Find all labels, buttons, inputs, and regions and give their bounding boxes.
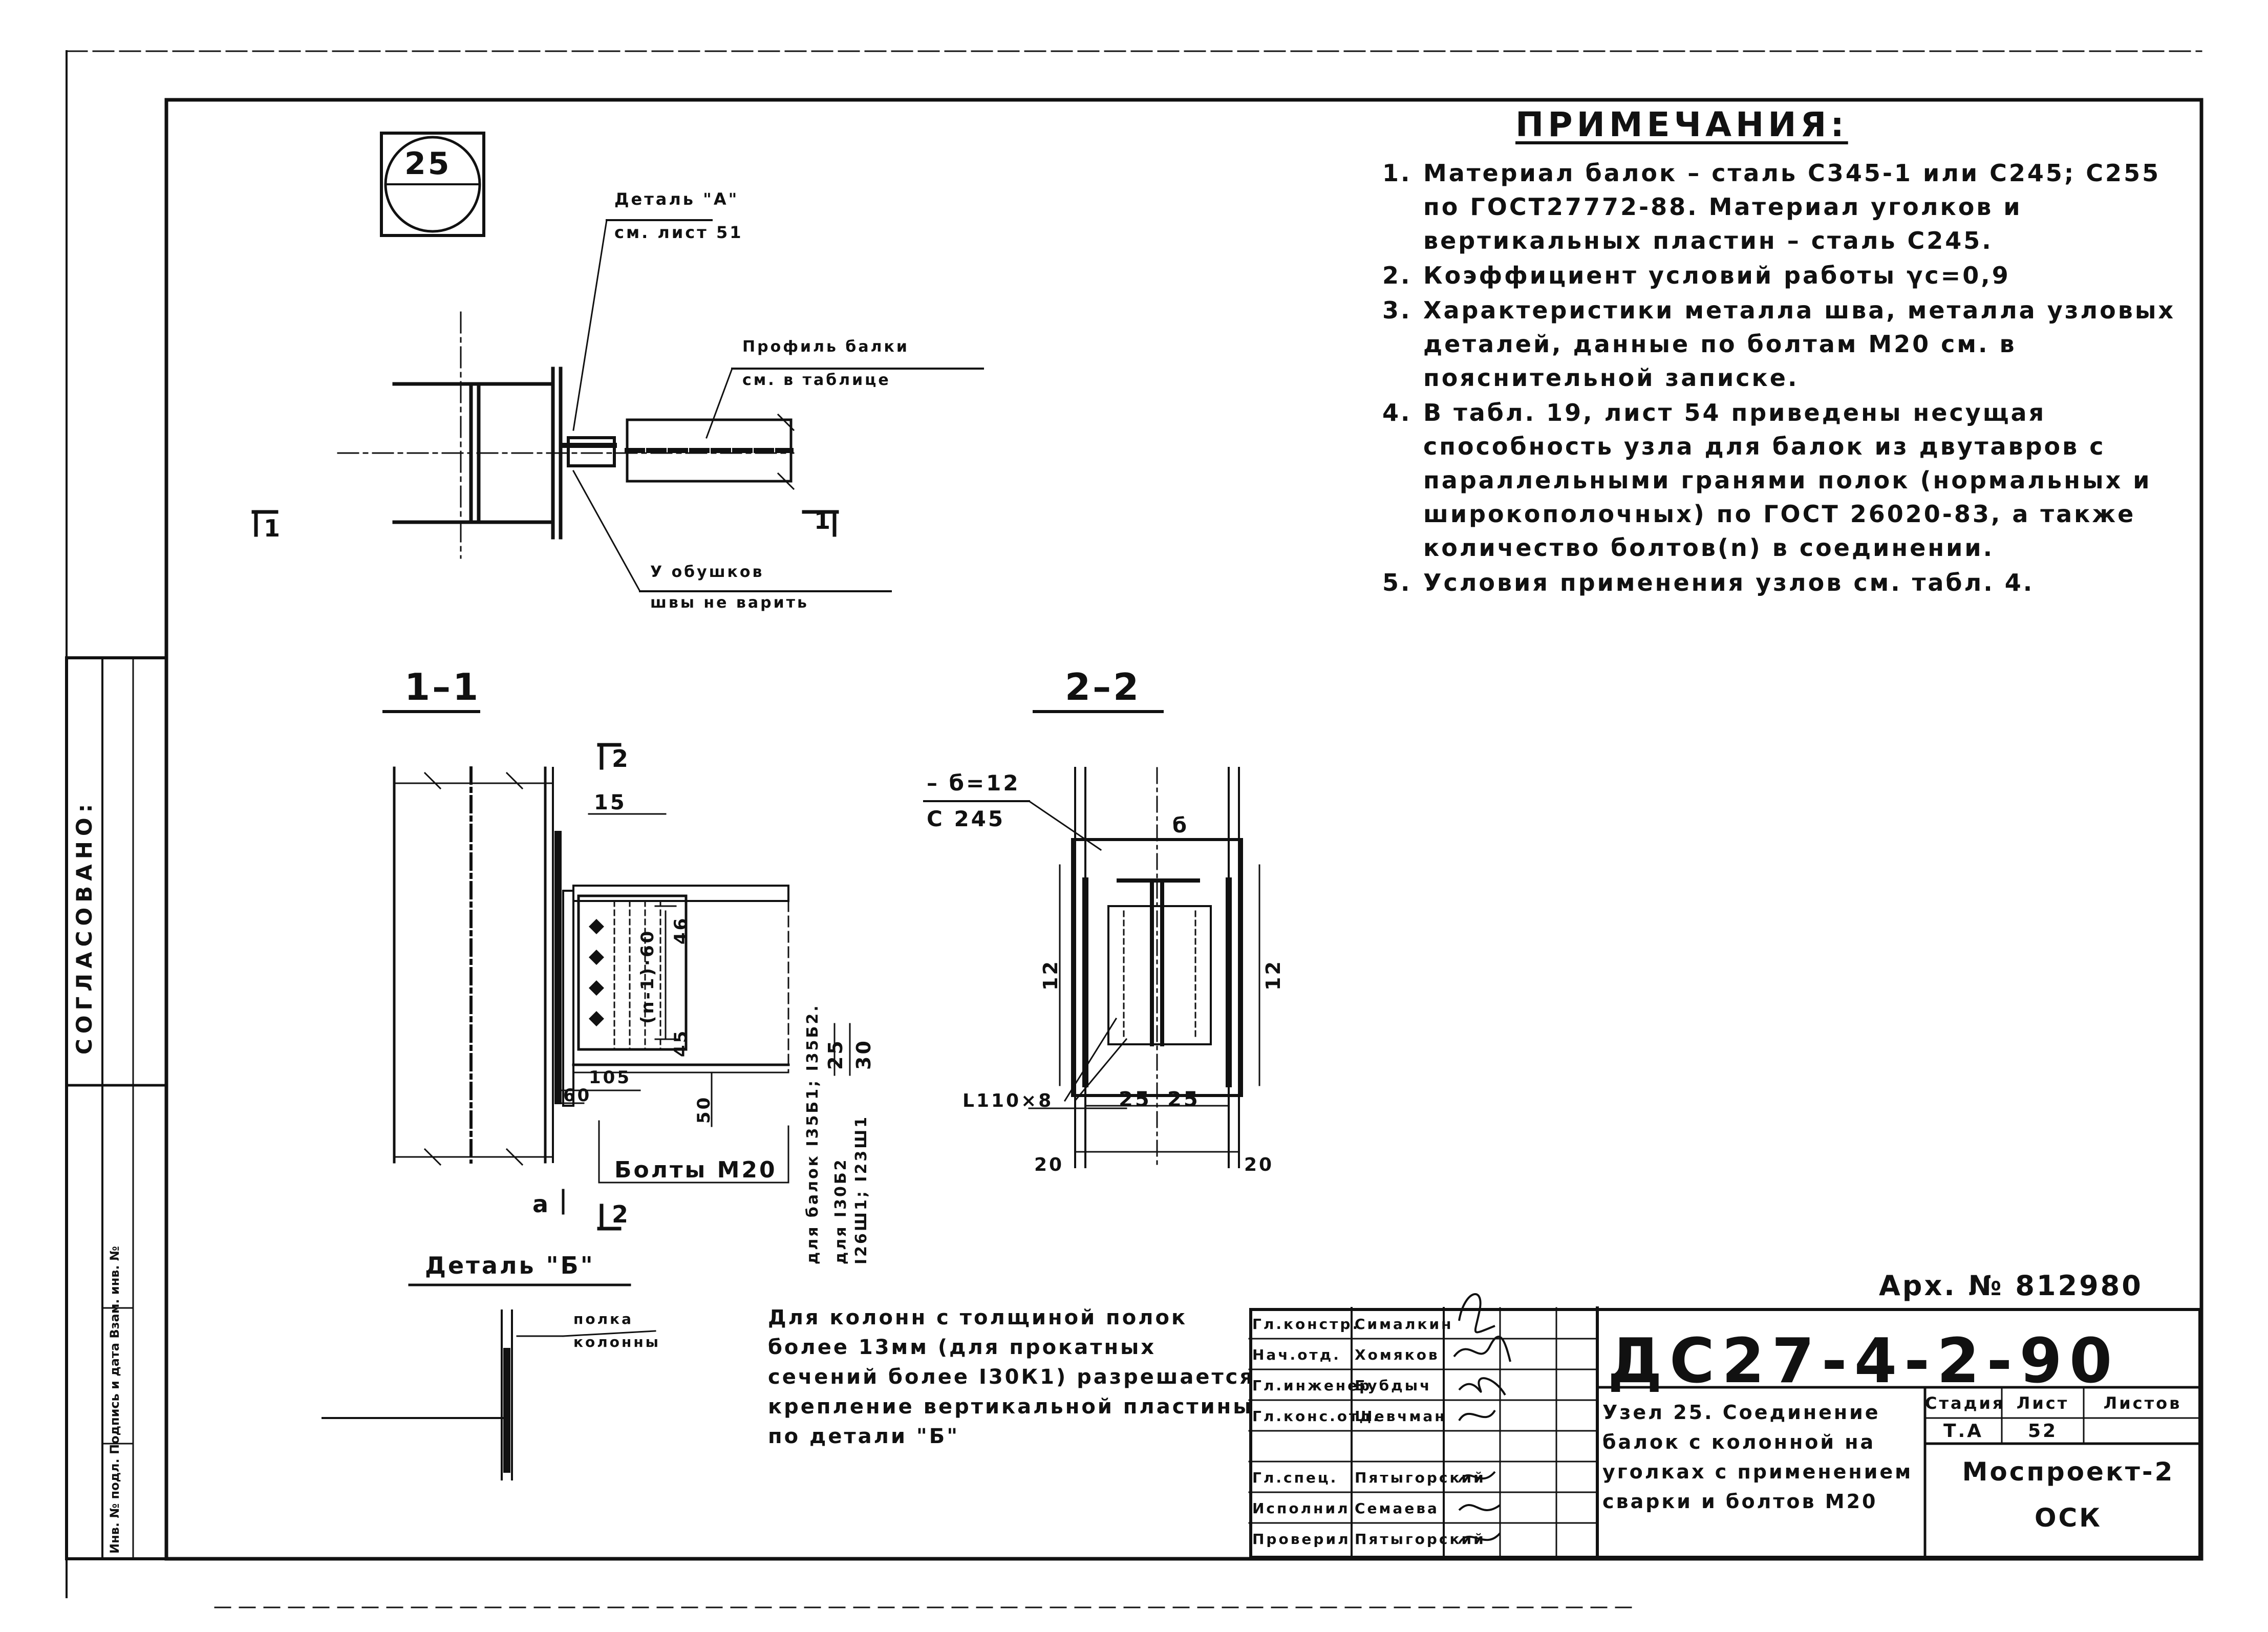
dim-45: 45 xyxy=(671,1028,691,1057)
signature-role: Гл.инженер xyxy=(1252,1377,1372,1394)
dim-105: 105 xyxy=(589,1067,631,1088)
note-number: 1. xyxy=(1382,159,1412,187)
weld-note: У обушков xyxy=(650,563,764,581)
document-code: ДС27-4-2-90 xyxy=(1608,1326,2120,1397)
detail-a-sheet: см. лист 51 xyxy=(614,223,743,242)
signature-mark xyxy=(1458,1532,1501,1544)
note-item: 5. Условия применения узлов см. табл. 4. xyxy=(1382,566,2181,599)
signature-mark xyxy=(1458,1293,1495,1334)
dim-15: 15 xyxy=(594,791,627,814)
sheet-header: Лист xyxy=(2016,1393,2069,1413)
stage-value: Т.А xyxy=(1943,1421,1984,1442)
notes-list: 1. Материал балок – сталь С345-1 или С245… xyxy=(1382,156,2181,600)
dim-12-left: 12 xyxy=(1039,959,1062,991)
signature-name: Хомяков xyxy=(1355,1346,1440,1363)
beam-note-3: I26Ш1; I23Ш1 xyxy=(852,1114,870,1264)
plate-thickness: – б=12 xyxy=(927,770,1020,796)
beam-note-2: для I30Б2 xyxy=(832,1157,850,1264)
dim-25-a: 25 xyxy=(1119,1088,1151,1111)
organization: Моспроект-2 ОСК xyxy=(1940,1449,2196,1541)
dim-46: 46 xyxy=(671,916,691,944)
signature-name: Семаева xyxy=(1355,1500,1439,1517)
note-number: 5. xyxy=(1382,569,1412,596)
signature-mark xyxy=(1458,1377,1506,1395)
note-number: 4. xyxy=(1382,399,1412,426)
weld-note-2: швы не варить xyxy=(650,594,809,612)
note-text: Условия применения узлов см. табл. 4. xyxy=(1423,569,2035,596)
bolts-label: Болты М20 xyxy=(614,1157,777,1183)
section-2-2-title: 2–2 xyxy=(1065,665,1141,708)
signature-role: Исполнил xyxy=(1252,1500,1350,1517)
sheets-header: Листов xyxy=(2103,1393,2182,1413)
note-item: 2. Коэффициент условий работы γc=0,9 xyxy=(1382,259,2181,292)
signature-name: Сималкин xyxy=(1355,1316,1453,1333)
signature-name: Пятыгорский xyxy=(1355,1531,1486,1548)
notes-title: ПРИМЕЧАНИЯ: xyxy=(1515,105,1848,144)
dim-n-1: (n-1)·60 xyxy=(637,929,658,1024)
signature-name: Пятыгорский xyxy=(1355,1469,1486,1486)
signature-scribbles xyxy=(1453,1293,1511,1544)
signature-role: Гл.спец. xyxy=(1252,1469,1338,1486)
dim-25-b: 25 xyxy=(1167,1088,1200,1111)
dim-20-left: 20 xyxy=(1034,1154,1064,1175)
mark-b: б xyxy=(1172,814,1189,838)
section-mark-2-bottom: 2 xyxy=(612,1200,631,1228)
signature-name: Бубдыч xyxy=(1355,1377,1432,1394)
signature-role: Гл.констр. xyxy=(1252,1316,1360,1333)
note-item: 4. В табл. 19, лист 54 приведены несущая … xyxy=(1382,396,2181,565)
drawing-description: Узел 25. Соединение балок с колонной на … xyxy=(1602,1401,1913,1513)
organization-dept: ОСК xyxy=(2034,1503,2103,1533)
signature-mark xyxy=(1453,1336,1511,1362)
note-text: В табл. 19, лист 54 приведены несущая сп… xyxy=(1423,399,2152,562)
sheet-value: 52 xyxy=(2027,1421,2058,1442)
section-mark-1-left: 1 xyxy=(264,514,283,542)
flange-label-2: колонны xyxy=(573,1334,660,1350)
detail-a-reference: Деталь "А" xyxy=(614,189,739,209)
archive-number: Арх. № 812980 xyxy=(1879,1270,2143,1302)
dim-12-right: 12 xyxy=(1262,959,1285,991)
signature-name: Шевчман xyxy=(1355,1408,1447,1425)
section-mark-2-top: 2 xyxy=(612,745,631,772)
dim-25: 25 xyxy=(824,1039,847,1070)
beam-note-1: для балок I35Б1; I35Б2. xyxy=(804,1003,822,1264)
signature-role: Гл.конс.отд. xyxy=(1252,1408,1381,1425)
note-number: 3. xyxy=(1382,296,1412,324)
note-number: 2. xyxy=(1382,262,1412,289)
angle-label: L110×8 xyxy=(962,1090,1054,1111)
dim-20-right: 20 xyxy=(1244,1154,1274,1175)
note-item: 1. Материал балок – сталь С345-1 или С245… xyxy=(1382,156,2181,257)
node-number: 25 xyxy=(404,146,452,182)
mark-a: a xyxy=(532,1190,551,1218)
inventory-label: Инв. № подл. Подпись и дата Взам. инв. № xyxy=(108,1246,122,1554)
note-item: 3. Характеристики металла шва, металла уз… xyxy=(1382,293,2181,395)
plate-steel: С 245 xyxy=(927,806,1005,831)
dim-30: 30 xyxy=(852,1039,875,1070)
detail-b-title: Деталь "Б" xyxy=(425,1252,595,1279)
signature-mark xyxy=(1458,1504,1501,1511)
note-text: Характеристики металла шва, металла узло… xyxy=(1423,296,2176,392)
node-number-stamp xyxy=(380,132,485,237)
dim-50: 50 xyxy=(694,1095,714,1124)
stage-header: Стадия xyxy=(1925,1393,2005,1413)
signature-role: Нач.отд. xyxy=(1252,1346,1341,1363)
title-block xyxy=(1249,1308,2201,1559)
organization-name: Моспроект-2 xyxy=(1962,1457,2175,1487)
signature-role: Проверил xyxy=(1252,1531,1351,1548)
note-text: Материал балок – сталь С345-1 или С245; … xyxy=(1423,159,2161,254)
note-text: Коэффициент условий работы γc=0,9 xyxy=(1423,262,2010,289)
beam-profile-table-ref: см. в таблице xyxy=(742,371,891,389)
thick-flange-note: Для колонн с толщиной полок более 13мм (… xyxy=(768,1306,1255,1448)
signature-mark xyxy=(1458,1471,1496,1483)
signature-mark xyxy=(1458,1409,1496,1422)
section-mark-1-right: 1 xyxy=(814,507,833,534)
flange-label: полка xyxy=(573,1311,633,1327)
dim-60: 60 xyxy=(563,1085,592,1106)
agreed-label: СОГЛАСОВАНО: xyxy=(72,799,97,1055)
section-1-1-title: 1–1 xyxy=(404,665,481,708)
beam-profile-label: Профиль балки xyxy=(742,338,909,356)
